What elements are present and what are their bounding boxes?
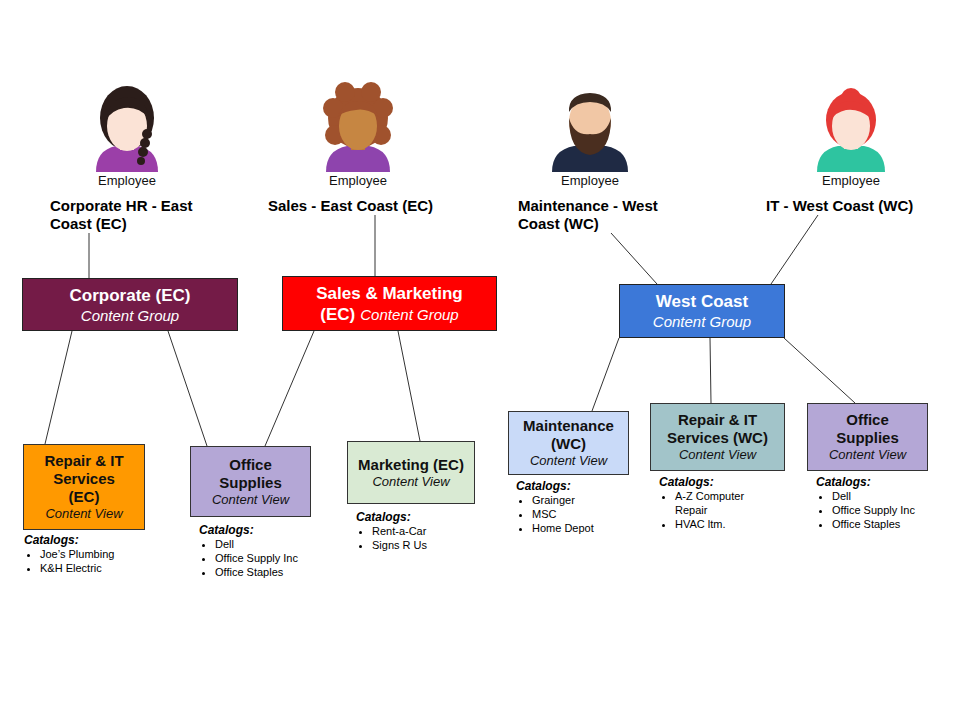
employee-node: EmployeeCorporate HR - East Coast (EC) <box>50 173 215 233</box>
box-subtitle: Content View <box>679 447 756 463</box>
employee-role: Corporate HR - East Coast (EC) <box>50 197 215 233</box>
catalog-heading: Catalogs: <box>24 533 139 547</box>
avatar-illustration <box>323 82 393 172</box>
catalog-list: Catalogs:A-Z Computer RepairHVAC ltm. <box>659 475 759 531</box>
catalog-heading: Catalogs: <box>659 475 759 489</box>
connector-line <box>265 331 314 446</box>
catalog-heading: Catalogs: <box>356 510 466 524</box>
catalog-list: Catalogs:DellOffice Supply IncOffice Sta… <box>816 475 916 531</box>
catalog-items: Rent-a-CarSigns R Us <box>356 524 466 552</box>
connector-line <box>611 233 657 284</box>
catalog-item: Home Depot <box>532 521 626 535</box>
catalog-item: Office Staples <box>832 517 916 531</box>
catalog-heading: Catalogs: <box>816 475 916 489</box>
content-view-box: Repair & IT Services (EC)Content View <box>23 444 145 530</box>
box-title: Repair & IT Services (WC) <box>655 411 780 447</box>
content-view-box: Repair & IT Services (WC)Content View <box>650 403 785 471</box>
connector-line <box>784 338 855 403</box>
content-view-box: Marketing (EC)Content View <box>347 441 475 504</box>
employee-label: Employee <box>308 173 408 189</box>
connector-line <box>592 338 619 411</box>
box-subtitle: Content Group <box>360 306 458 323</box>
catalog-list: Catalogs:DellOffice Supply IncOffice Sta… <box>199 523 299 579</box>
content-group-box: Corporate (EC)Content Group <box>22 278 238 331</box>
catalog-item: A-Z Computer Repair <box>675 489 759 517</box>
employee-role: Sales - East Coast (EC) <box>268 197 453 215</box>
content-group-box: West CoastContent Group <box>619 284 785 338</box>
box-subtitle: Content Group <box>653 312 751 331</box>
catalog-item: Dell <box>832 489 916 503</box>
box-title: Marketing (EC) <box>358 456 464 474</box>
box-title: Office Supplies <box>816 411 919 447</box>
catalog-heading: Catalogs: <box>516 479 626 493</box>
catalog-item: Dell <box>215 537 299 551</box>
connector-line <box>168 331 207 446</box>
box-subtitle: Content View <box>530 453 607 469</box>
box-title: Office Supplies <box>199 456 302 492</box>
connector-line <box>398 331 420 441</box>
connector-line <box>89 233 90 278</box>
employee-node: EmployeeMaintenance - West Coast (WC) <box>518 173 680 233</box>
box-subtitle: Content Group <box>81 306 179 325</box>
catalog-item: Office Staples <box>215 565 299 579</box>
box-subtitle: Content View <box>372 474 449 490</box>
catalog-items: Joe’s PlumbingK&H Electric <box>24 547 139 575</box>
employee-role: Maintenance - West Coast (WC) <box>518 197 680 233</box>
content-view-box: Maintenance (WC)Content View <box>508 411 629 475</box>
catalog-items: DellOffice Supply IncOffice Staples <box>199 537 299 579</box>
connector-line <box>771 215 818 284</box>
box-subtitle: Content View <box>45 506 122 522</box>
employee-label: Employee <box>540 173 640 189</box>
box-title: Maintenance (WC) <box>515 417 622 453</box>
catalog-list: Catalogs:GraingerMSCHome Depot <box>516 479 626 535</box>
catalog-heading: Catalogs: <box>199 523 299 537</box>
content-view-box: Office SuppliesContent View <box>807 403 928 471</box>
catalog-item: Office Supply Inc <box>832 503 916 517</box>
avatar-illustration <box>817 88 885 172</box>
connector-line <box>710 338 711 403</box>
content-group-box: Sales & Marketing (EC)Content Group <box>282 276 497 331</box>
connector-line <box>45 331 72 444</box>
catalog-item: Grainger <box>532 493 626 507</box>
catalog-item: Signs R Us <box>372 538 466 552</box>
connector-line <box>375 215 376 276</box>
catalog-items: GraingerMSCHome Depot <box>516 493 626 535</box>
catalog-item: HVAC ltm. <box>675 517 759 531</box>
catalog-list: Catalogs:Joe’s PlumbingK&H Electric <box>24 533 139 575</box>
catalog-item: MSC <box>532 507 626 521</box>
catalog-item: K&H Electric <box>40 561 139 575</box>
catalog-list: Catalogs:Rent-a-CarSigns R Us <box>356 510 466 552</box>
employee-node: Employee IT - West Coast (WC) <box>766 173 936 215</box>
employee-label: Employee <box>801 173 901 189</box>
avatar-illustration <box>552 93 628 172</box>
box-title: Corporate (EC) <box>70 285 191 306</box>
catalog-item: Joe’s Plumbing <box>40 547 139 561</box>
box-title: Repair & IT Services (EC) <box>38 452 130 506</box>
catalog-item: Office Supply Inc <box>215 551 299 565</box>
avatar-illustration <box>96 86 158 172</box>
content-view-box: Office SuppliesContent View <box>190 446 311 517</box>
box-subtitle: Content View <box>829 447 906 463</box>
group-text: Sales & Marketing (EC)Content Group <box>303 283 476 325</box>
catalog-items: DellOffice Supply IncOffice Staples <box>816 489 916 531</box>
employee-role: IT - West Coast (WC) <box>766 197 936 215</box>
employee-label: Employee <box>77 173 177 189</box>
catalog-items: A-Z Computer RepairHVAC ltm. <box>659 489 759 531</box>
employee-node: EmployeeSales - East Coast (EC) <box>268 173 453 215</box>
box-subtitle: Content View <box>212 492 289 508</box>
box-title: West Coast <box>656 291 748 312</box>
catalog-item: Rent-a-Car <box>372 524 466 538</box>
